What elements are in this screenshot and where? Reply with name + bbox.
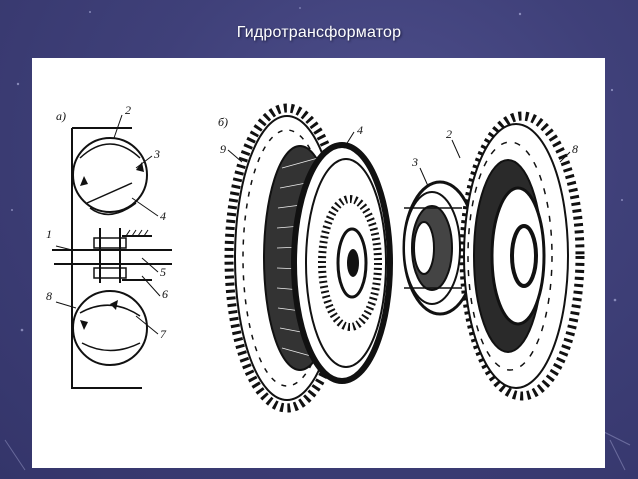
schematic-label-7: 7 xyxy=(160,327,167,341)
schematic-diagram xyxy=(52,114,172,389)
exploded-label-2: 2 xyxy=(446,127,452,141)
schematic-label-2: 2 xyxy=(125,103,131,117)
schematic-label-6: 6 xyxy=(162,287,168,301)
schematic-label-8: 8 xyxy=(46,289,52,303)
figure-panel: а) 2 3 4 1 5 8 6 7 б) xyxy=(32,58,605,468)
torque-converter-figure: а) 2 3 4 1 5 8 6 7 б) xyxy=(46,103,585,413)
schematic-label-1: 1 xyxy=(46,227,52,241)
leader-4 xyxy=(343,131,355,149)
exploded-label-9: 9 xyxy=(220,142,226,156)
part-a-label: а) xyxy=(56,109,66,123)
pump-wheel-assembly xyxy=(224,103,393,413)
part-b-label: б) xyxy=(218,115,228,129)
housing-assembly xyxy=(459,111,585,401)
leader-2 xyxy=(451,139,461,159)
leader-3 xyxy=(419,167,429,187)
slide-title: Гидротрансформатор xyxy=(236,24,402,41)
schematic-label-4: 4 xyxy=(160,209,166,223)
exploded-label-8: 8 xyxy=(572,142,578,156)
exploded-label-4: 4 xyxy=(357,123,363,137)
schematic-label-3: 3 xyxy=(153,147,160,161)
leader-9 xyxy=(227,149,243,163)
schematic-label-5: 5 xyxy=(160,265,166,279)
leader-8 xyxy=(559,151,571,163)
exploded-label-3: 3 xyxy=(411,155,418,169)
